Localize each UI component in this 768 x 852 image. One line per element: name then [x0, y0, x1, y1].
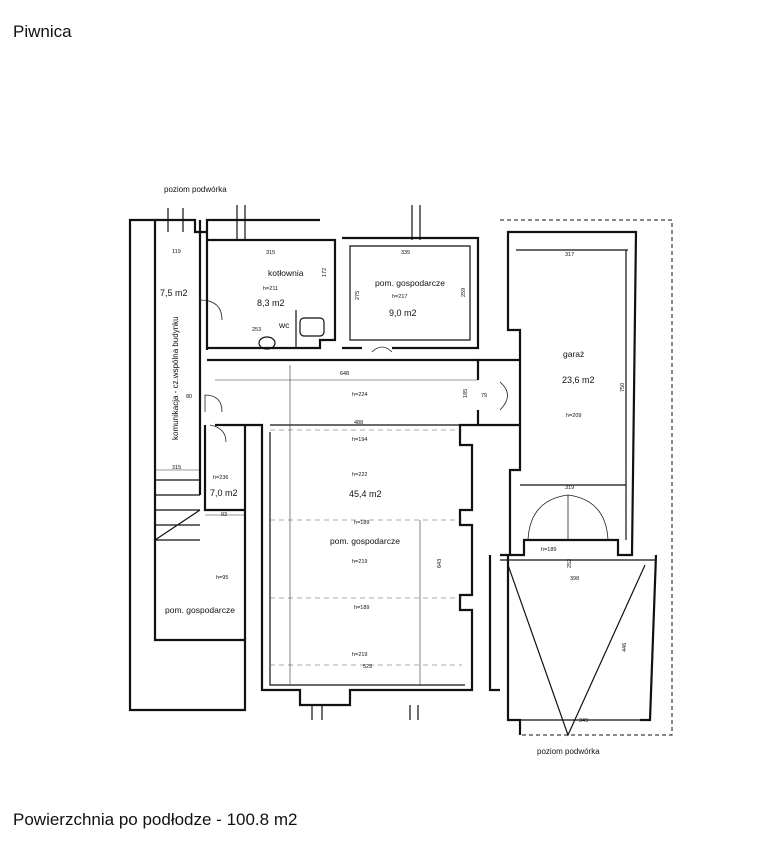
utility-small-name: pom. gospodarcze: [165, 605, 235, 615]
main-area: 45,4 m2: [349, 489, 382, 499]
utility1-inner: [349, 245, 471, 341]
main-height-6: h=219: [352, 652, 367, 658]
garage-door-left: [527, 494, 569, 541]
utility1-height: h=217: [392, 294, 407, 300]
utility1-name: pom. gospodarcze: [375, 278, 445, 288]
main-height-3: h=189: [354, 520, 369, 526]
dim-315b: 315: [172, 465, 181, 471]
wc-toilet: [299, 317, 325, 337]
dim-172: 172: [322, 268, 328, 277]
window-ticks: [167, 205, 421, 720]
beam-lines: [270, 429, 462, 666]
garage-area: 23,6 m2: [562, 375, 595, 385]
wc-basin: [258, 336, 276, 350]
ramp-walls: [500, 553, 658, 735]
utility1-walls: [342, 236, 480, 350]
dim-488: 488: [354, 420, 363, 426]
dim-h189g: h=189: [541, 547, 556, 553]
dim-529: 529: [363, 664, 372, 670]
dim-648: 648: [340, 371, 349, 377]
garage-walls: [506, 230, 638, 557]
door-communication: [199, 299, 223, 321]
boiler-name: kotłownia: [268, 268, 304, 278]
dim-446: 446: [622, 643, 628, 652]
small-storage-height: h=236: [213, 475, 228, 481]
door-utility1: [371, 346, 393, 353]
main-name: pom. gospodarcze: [330, 536, 400, 546]
garage-name: garaż: [563, 349, 584, 359]
courtyard-bottom-note: poziom podwórka: [537, 747, 600, 756]
outer-boundary: [500, 219, 673, 736]
dim-750: 750: [620, 383, 626, 392]
garage-height: h=209: [566, 413, 581, 419]
dim-319: 319: [565, 485, 574, 491]
door-corridor-west: [204, 394, 223, 413]
small-storage-area: 7,0 m2: [210, 488, 238, 498]
door-garage-side: [499, 381, 508, 411]
door-small-storage: [209, 424, 227, 443]
corridor-dims: [215, 365, 478, 685]
garage-door-right: [567, 494, 609, 541]
main-height-5: h=189: [354, 605, 369, 611]
main-room-inner: [269, 424, 465, 686]
dim-80: 80: [186, 394, 192, 400]
small-storage-walls: [203, 425, 247, 640]
dim-349: 349: [579, 718, 588, 724]
main-height-4: h=219: [352, 559, 367, 565]
main-height-2: h=222: [352, 472, 367, 478]
floor-area-note: Powierzchnia po podłodze - 100.8 m2: [13, 810, 298, 829]
communication-area: 7,5 m2: [160, 288, 188, 298]
dim-253: 253: [252, 327, 261, 333]
dim-79: 79: [481, 393, 487, 399]
dim-252: 252: [567, 559, 573, 568]
wc-name: wc: [278, 320, 290, 330]
dim-335: 335: [401, 250, 410, 256]
dim-275: 275: [355, 291, 361, 300]
west-block-walls: [155, 218, 320, 495]
dim-317: 317: [565, 252, 574, 258]
stair-steps: [154, 479, 201, 541]
ramp-lines: [500, 559, 656, 737]
boiler-room-walls: [207, 238, 337, 350]
dim-398: 398: [570, 576, 579, 582]
corridor-walls: [207, 358, 480, 707]
stair-vertical-note: komunikacja - cz.wspólna budynku: [171, 316, 180, 440]
dim-315a: 315: [266, 250, 275, 256]
dim-185: 185: [463, 389, 469, 398]
utility1-area: 9,0 m2: [389, 308, 417, 318]
connector-walls: [478, 358, 520, 692]
dim-119: 119: [172, 249, 181, 255]
boiler-height: h=211: [263, 286, 278, 292]
boiler-area: 8,3 m2: [257, 298, 285, 308]
dim-643: 643: [437, 559, 443, 568]
dim-259: 259: [461, 288, 467, 297]
dim-93: 93: [221, 512, 227, 518]
courtyard-top-note: poziom podwórka: [164, 185, 227, 194]
page-title: Piwnica: [13, 22, 72, 41]
main-height-1: h=194: [352, 437, 367, 443]
utility-small-height: h=95: [216, 575, 228, 581]
garage-inner: [516, 249, 628, 540]
corridor-height: h=224: [352, 392, 367, 398]
